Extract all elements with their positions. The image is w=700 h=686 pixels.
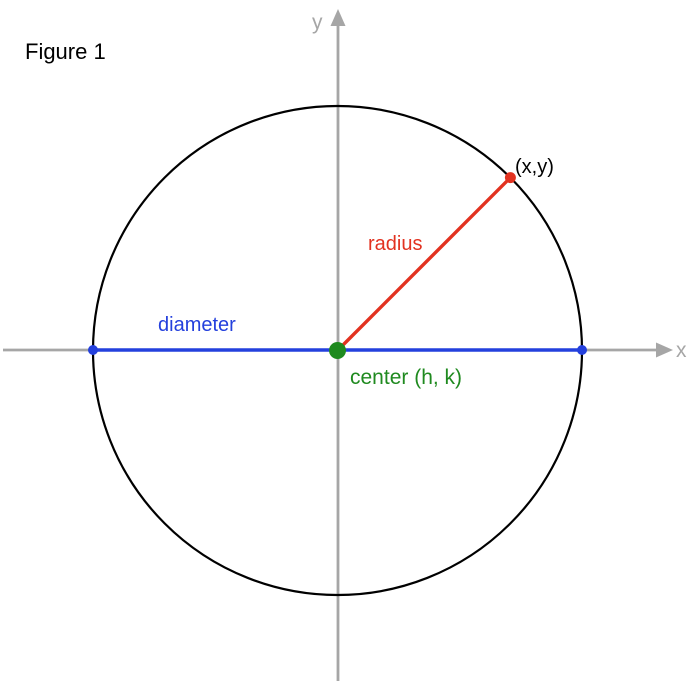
radius-line [336,176,512,352]
point-xy-dot [504,172,516,184]
y-axis-arrow-icon [330,9,346,26]
point-xy-label: (x,y) [515,156,554,178]
x-axis-arrow-icon [656,342,673,358]
figure-title: Figure 1 [25,39,106,64]
center-label: center (h, k) [350,366,462,389]
center-dot [329,342,346,359]
diameter-right-endpoint [577,345,587,355]
diameter-label: diameter [158,314,236,336]
radius-label: radius [368,233,422,255]
diameter-left-endpoint [88,345,98,355]
y-axis-label: y [312,11,323,34]
x-axis-label: x [676,339,687,362]
